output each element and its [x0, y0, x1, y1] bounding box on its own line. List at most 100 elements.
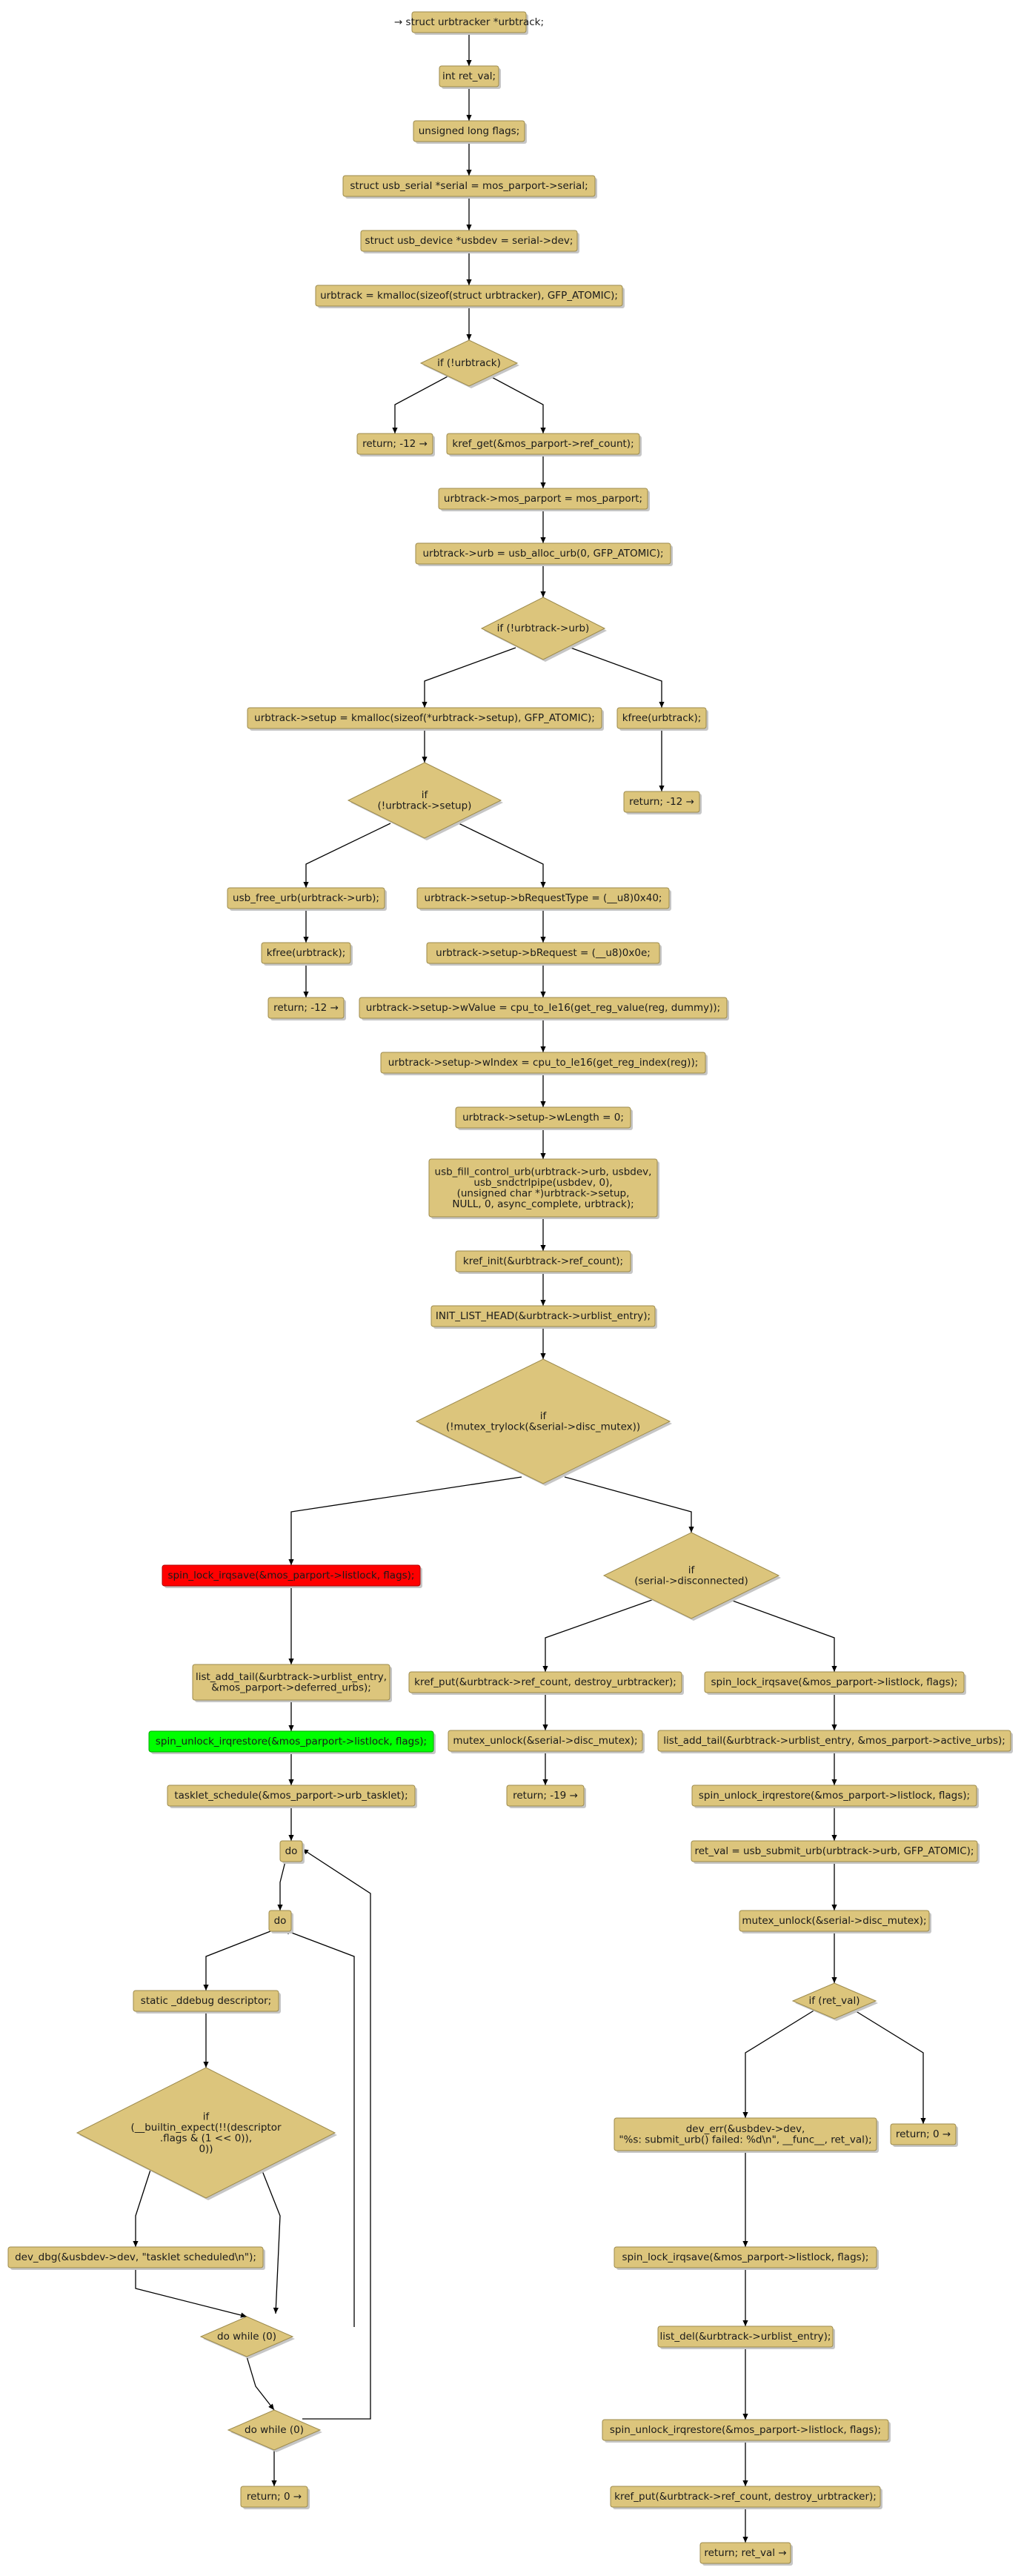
flow-statement-node: spin_unlock_irqrestore(&mos_parport->lis… — [148, 1730, 436, 1754]
node-label: do — [274, 1915, 287, 1927]
flow-statement-node: ret_val = usb_submit_urb(urbtrack->urb, … — [691, 1840, 980, 1864]
node-label: &mos_parport->deferred_urbs); — [211, 1682, 371, 1693]
node-label: INIT_LIST_HEAD(&urbtrack->urblist_entry)… — [436, 1310, 651, 1322]
flowchart-nodes: → struct urbtracker *urbtrack;int ret_va… — [7, 11, 1013, 2566]
flow-edge — [540, 1327, 546, 1359]
flow-statement-node: struct usb_device *usbdev = serial->dev; — [360, 230, 579, 253]
node-label: struct usb_device *usbdev = serial->dev; — [365, 235, 573, 247]
flow-statement-node: do — [268, 1910, 293, 1933]
node-label: dev_err(&usbdev->dev, — [686, 2123, 805, 2135]
flow-decision-node: if(serial->disconnected) — [602, 1532, 781, 1621]
flow-edge — [288, 1476, 522, 1565]
flow-statement-node: spin_unlock_irqrestore(&mos_parport->lis… — [691, 1785, 979, 1808]
flow-edge — [742, 2347, 748, 2420]
flow-statement-node: return; 0 → — [240, 2486, 310, 2509]
flow-statement-node: mutex_unlock(&serial->disc_mutex); — [448, 1730, 645, 1753]
node-label: "%s: submit_urb() failed: %d\n", __func_… — [619, 2134, 871, 2145]
node-label: → struct urbtracker *urbtrack; — [394, 16, 544, 28]
node-label: return; -12 → — [629, 796, 694, 808]
flow-edge — [742, 2009, 816, 2118]
flow-edge — [422, 647, 516, 708]
flow-statement-node: static _ddebug descriptor; — [133, 1990, 281, 2014]
node-label: kfree(urbtrack); — [622, 712, 702, 724]
node-label: (serial->disconnected) — [634, 1575, 748, 1587]
flow-decision-node: if(!mutex_trylock(&serial->disc_mutex)) — [415, 1358, 672, 1486]
flow-statement-node: return; -12 → — [356, 433, 435, 457]
flow-statement-node: spin_lock_irqsave(&mos_parport->listlock… — [162, 1564, 422, 1588]
node-label: usb_free_urb(urbtrack->urb); — [233, 892, 379, 904]
node-label: urbtrack->setup = kmalloc(sizeof(*urbtra… — [254, 712, 595, 724]
node-label: kfree(urbtrack); — [267, 947, 346, 959]
flow-edge — [722, 1596, 837, 1672]
flow-statement-node: urbtrack->setup->bRequest = (__u8)0x0e; — [426, 942, 662, 966]
node-label: tasklet_schedule(&mos_parport->urb_taskl… — [174, 1790, 408, 1802]
flow-statement-node: spin_unlock_irqrestore(&mos_parport->lis… — [602, 2419, 891, 2443]
flow-edge — [540, 564, 546, 597]
node-label: usb_sndctrlpipe(usbdev, 0), — [473, 1177, 612, 1189]
flow-statement-node: INIT_LIST_HEAD(&urbtrack->urblist_entry)… — [430, 1305, 657, 1329]
flow-edge — [133, 2165, 153, 2247]
flow-edge — [303, 909, 309, 943]
node-label: if — [688, 1564, 696, 1576]
flow-edge — [422, 728, 428, 763]
node-label: if (!urbtrack) — [437, 357, 501, 369]
flow-statement-node: urbtrack = kmalloc(sizeof(struct urbtrac… — [315, 285, 625, 308]
flow-statement-node: urbtrack->setup->wLength = 0; — [455, 1106, 633, 1130]
node-label: return; -12 → — [362, 438, 428, 450]
flow-statement-node: kref_put(&urbtrack->ref_count, destroy_u… — [408, 1671, 684, 1695]
flowchart-edges — [133, 33, 926, 2543]
flow-edge — [831, 1693, 837, 1730]
flow-statement-node: struct usb_serial *serial = mos_parport-… — [342, 175, 597, 199]
node-label: return; 0 → — [247, 2491, 302, 2503]
node-label: do — [285, 1845, 298, 1857]
node-label: list_del(&urbtrack->urblist_entry); — [660, 2331, 831, 2343]
flow-statement-node: kref_init(&urbtrack->ref_count); — [455, 1250, 633, 1274]
flow-edge — [303, 963, 309, 997]
flow-decision-node: do while (0) — [199, 2316, 295, 2359]
node-label: ret_val = usb_submit_urb(urbtrack->urb, … — [695, 1845, 974, 1857]
flow-statement-node: kfree(urbtrack); — [261, 942, 353, 966]
flow-edge — [466, 196, 472, 230]
node-label: if — [203, 2111, 210, 2122]
node-label: if — [422, 789, 429, 801]
node-label: unsigned long flags; — [419, 125, 520, 137]
flow-statement-node: dev_err(&usbdev->dev,"%s: submit_urb() f… — [614, 2117, 879, 2153]
flow-statement-node: kref_get(&mos_parport->ref_count); — [446, 433, 642, 457]
flow-decision-node: if (!urbtrack) — [419, 339, 519, 388]
flow-edge — [742, 2507, 748, 2543]
node-label: urbtrack = kmalloc(sizeof(struct urbtrac… — [320, 290, 618, 302]
flow-edge — [540, 909, 546, 943]
node-label: kref_init(&urbtrack->ref_count); — [463, 1255, 623, 1267]
node-label: usb_fill_control_urb(urbtrack->urb, usbd… — [435, 1166, 652, 1178]
node-label: spin_lock_irqsave(&mos_parport->listlock… — [622, 2251, 869, 2263]
node-label: return; 0 → — [896, 2128, 951, 2140]
node-label: (!urbtrack->setup) — [378, 800, 472, 811]
flow-edge — [742, 2440, 748, 2486]
node-label: static _ddebug descriptor; — [141, 1995, 271, 2007]
node-label: urbtrack->setup->wValue = cpu_to_le16(ge… — [366, 1002, 720, 1014]
node-label: return; -19 → — [513, 1790, 578, 1802]
flow-statement-node: tasklet_schedule(&mos_parport->urb_taskl… — [167, 1785, 417, 1808]
node-label: return; -12 → — [273, 1002, 339, 1014]
node-label: mutex_unlock(&serial->disc_mutex); — [453, 1735, 637, 1747]
flow-edge — [564, 1476, 694, 1533]
flow-decision-node: if(!urbtrack->setup) — [347, 762, 503, 840]
flow-edge — [288, 1586, 294, 1664]
node-label: NULL, 0, async_complete, urbtrack); — [452, 1198, 634, 1210]
flow-edge — [271, 2450, 277, 2486]
flow-edge — [540, 1128, 546, 1159]
node-label: .flags & (1 << 0)), — [160, 2132, 252, 2144]
flow-statement-node: list_add_tail(&urbtrack->urblist_entry,&… — [192, 1664, 392, 1702]
flow-edge — [831, 1931, 837, 1983]
node-label: list_add_tail(&urbtrack->urblist_entry, … — [663, 1735, 1005, 1747]
node-label: urbtrack->mos_parport = mos_parport; — [444, 493, 642, 505]
flow-statement-node: kfree(urbtrack); — [616, 707, 708, 731]
flow-edge — [542, 1596, 661, 1672]
flow-statement-node: list_add_tail(&urbtrack->urblist_entry, … — [657, 1730, 1013, 1753]
flow-statement-node: usb_fill_control_urb(urbtrack->urb, usbd… — [428, 1158, 659, 1219]
flow-statement-node: urbtrack->setup->wIndex = cpu_to_le16(ge… — [380, 1052, 708, 1075]
flow-edge — [831, 1806, 837, 1841]
flow-statement-node: urbtrack->setup = kmalloc(sizeof(*urbtra… — [247, 707, 604, 731]
flow-edge — [540, 1272, 546, 1306]
